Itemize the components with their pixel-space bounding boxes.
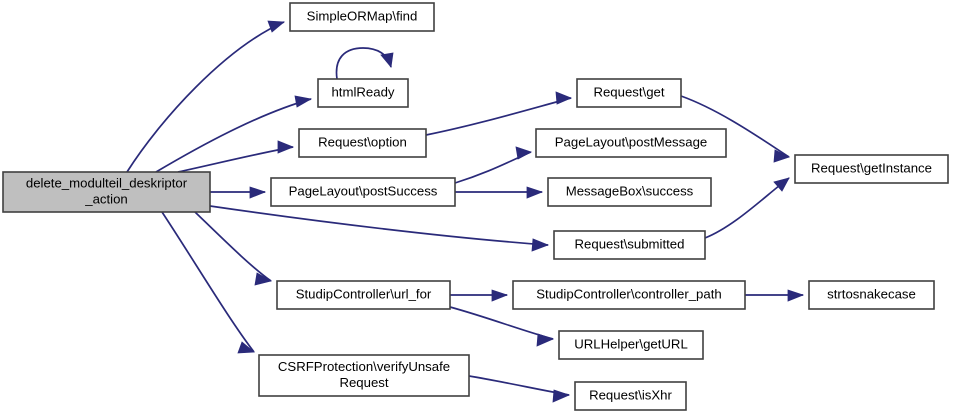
edge-line — [161, 211, 255, 353]
node-box[interactable] — [289, 2, 435, 32]
graph-node-urlhelper_geturl[interactable]: URLHelper\getURL — [558, 330, 704, 360]
node-box[interactable] — [317, 78, 409, 108]
arrowhead-icon — [254, 272, 273, 286]
edge-studipcontroller_url_for-to-studipcontroller_controller_path — [450, 289, 509, 302]
edge-line — [194, 211, 272, 282]
arrowhead-icon — [531, 238, 550, 252]
node-label: delete_modulteil_deskriptor — [26, 175, 188, 190]
edge-line — [425, 97, 572, 136]
edge-studipcontroller_controller_path-to-strtosnakecase — [745, 289, 805, 302]
node-label: Request\isXhr — [589, 387, 672, 402]
edge-studipcontroller_url_for-to-urlhelper_geturl — [449, 306, 555, 347]
arrowhead-icon — [773, 149, 791, 163]
node-label: Request\option — [318, 134, 407, 149]
node-box[interactable] — [794, 154, 949, 184]
node-label: _action — [84, 191, 128, 206]
arrowhead-icon — [526, 186, 544, 199]
edge-request_submitted-to-request_getinstance — [704, 177, 790, 239]
edge-csrfprotection_verifyunsaferequest-to-request_isxhr — [468, 375, 571, 403]
node-box[interactable] — [512, 280, 746, 310]
edge-htmlready-to-htmlready — [335, 47, 394, 80]
node-label: Request\get — [593, 84, 664, 99]
graph-node-request_getinstance[interactable]: Request\getInstance — [794, 154, 949, 184]
edge-line — [177, 146, 294, 173]
node-box[interactable] — [276, 280, 451, 310]
node-box[interactable] — [258, 354, 470, 397]
arrowhead-icon — [491, 289, 509, 302]
node-label: PageLayout\postMessage — [555, 134, 708, 149]
graph-node-strtosnakecase[interactable]: strtosnakecase — [808, 280, 935, 310]
node-label: htmlReady — [331, 84, 394, 99]
node-label: CSRFProtection\verifyUnsafe — [278, 359, 450, 374]
graph-node-simpleormap_find[interactable]: SimpleORMap\find — [289, 2, 435, 32]
edges-layer — [126, 20, 805, 403]
edge-line — [680, 95, 790, 158]
edge-line — [155, 98, 312, 173]
edge-root-to-pagelayout_postsuccess — [210, 186, 267, 199]
node-box[interactable] — [2, 171, 211, 213]
edge-root-to-htmlready — [155, 95, 313, 173]
edge-root-to-simpleormap_find — [126, 20, 286, 173]
arrowhead-icon — [555, 91, 573, 105]
edge-pagelayout_postsuccess-to-pagelayout_postmessage — [454, 146, 533, 184]
node-label: URLHelper\getURL — [574, 336, 688, 351]
edge-pagelayout_postsuccess-to-messagebox_success — [455, 186, 544, 199]
arrowhead-icon — [787, 289, 805, 302]
edge-line — [126, 21, 285, 173]
node-box[interactable] — [535, 128, 727, 158]
graph-node-root[interactable]: delete_modulteil_deskriptor_action — [2, 171, 211, 213]
arrowhead-icon — [277, 140, 295, 154]
node-label: PageLayout\postSuccess — [289, 183, 438, 198]
graph-node-pagelayout_postsuccess[interactable]: PageLayout\postSuccess — [270, 177, 456, 207]
node-box[interactable] — [558, 330, 704, 360]
node-label: Request\submitted — [575, 236, 685, 251]
graph-node-request_isxhr[interactable]: Request\isXhr — [574, 381, 687, 411]
arrowhead-icon — [536, 333, 555, 347]
graph-node-htmlready[interactable]: htmlReady — [317, 78, 409, 108]
arrowhead-icon — [380, 52, 394, 68]
node-label: StudipController\controller_path — [536, 286, 721, 301]
graph-node-messagebox_success[interactable]: MessageBox\success — [547, 177, 712, 207]
node-label: SimpleORMap\find — [307, 8, 418, 23]
edge-line — [704, 177, 790, 239]
node-box[interactable] — [576, 78, 682, 108]
edge-line — [449, 306, 554, 340]
node-box[interactable] — [808, 280, 935, 310]
edge-request_get-to-request_getinstance — [680, 95, 791, 163]
arrowhead-icon — [294, 95, 313, 108]
node-box[interactable] — [547, 177, 712, 207]
node-label: MessageBox\success — [566, 183, 694, 198]
graph-node-studipcontroller_controller_path[interactable]: StudipController\controller_path — [512, 280, 746, 310]
graph-node-pagelayout_postmessage[interactable]: PageLayout\postMessage — [535, 128, 727, 158]
arrowhead-icon — [552, 389, 571, 403]
edge-line — [335, 47, 392, 80]
node-label: strtosnakecase — [827, 286, 916, 301]
edge-request_option-to-request_get — [425, 91, 573, 136]
arrowhead-icon — [773, 177, 790, 192]
arrowhead-icon — [515, 146, 533, 160]
graph-node-request_submitted[interactable]: Request\submitted — [553, 230, 706, 260]
nodes-layer: delete_modulteil_deskriptor_action Simple… — [2, 2, 949, 411]
edge-root-to-request_option — [177, 140, 295, 173]
arrowhead-icon — [237, 341, 256, 354]
node-label: Request\getInstance — [811, 160, 932, 175]
edge-root-to-csrfprotection_verifyunsaferequest — [161, 211, 256, 354]
arrowhead-icon — [267, 20, 286, 33]
graph-node-request_option[interactable]: Request\option — [298, 128, 427, 158]
node-box[interactable] — [270, 177, 456, 207]
node-box[interactable] — [298, 128, 427, 158]
arrowhead-icon — [249, 186, 267, 199]
graph-node-request_get[interactable]: Request\get — [576, 78, 682, 108]
graph-node-studipcontroller_url_for[interactable]: StudipController\url_for — [276, 280, 451, 310]
node-label: StudipController\url_for — [296, 286, 432, 301]
node-box[interactable] — [574, 381, 687, 411]
edge-line — [209, 205, 549, 246]
edge-root-to-request_submitted — [209, 205, 550, 252]
node-label: Request — [339, 375, 388, 390]
node-box[interactable] — [553, 230, 706, 260]
edge-root-to-studipcontroller_url_for — [194, 211, 273, 286]
